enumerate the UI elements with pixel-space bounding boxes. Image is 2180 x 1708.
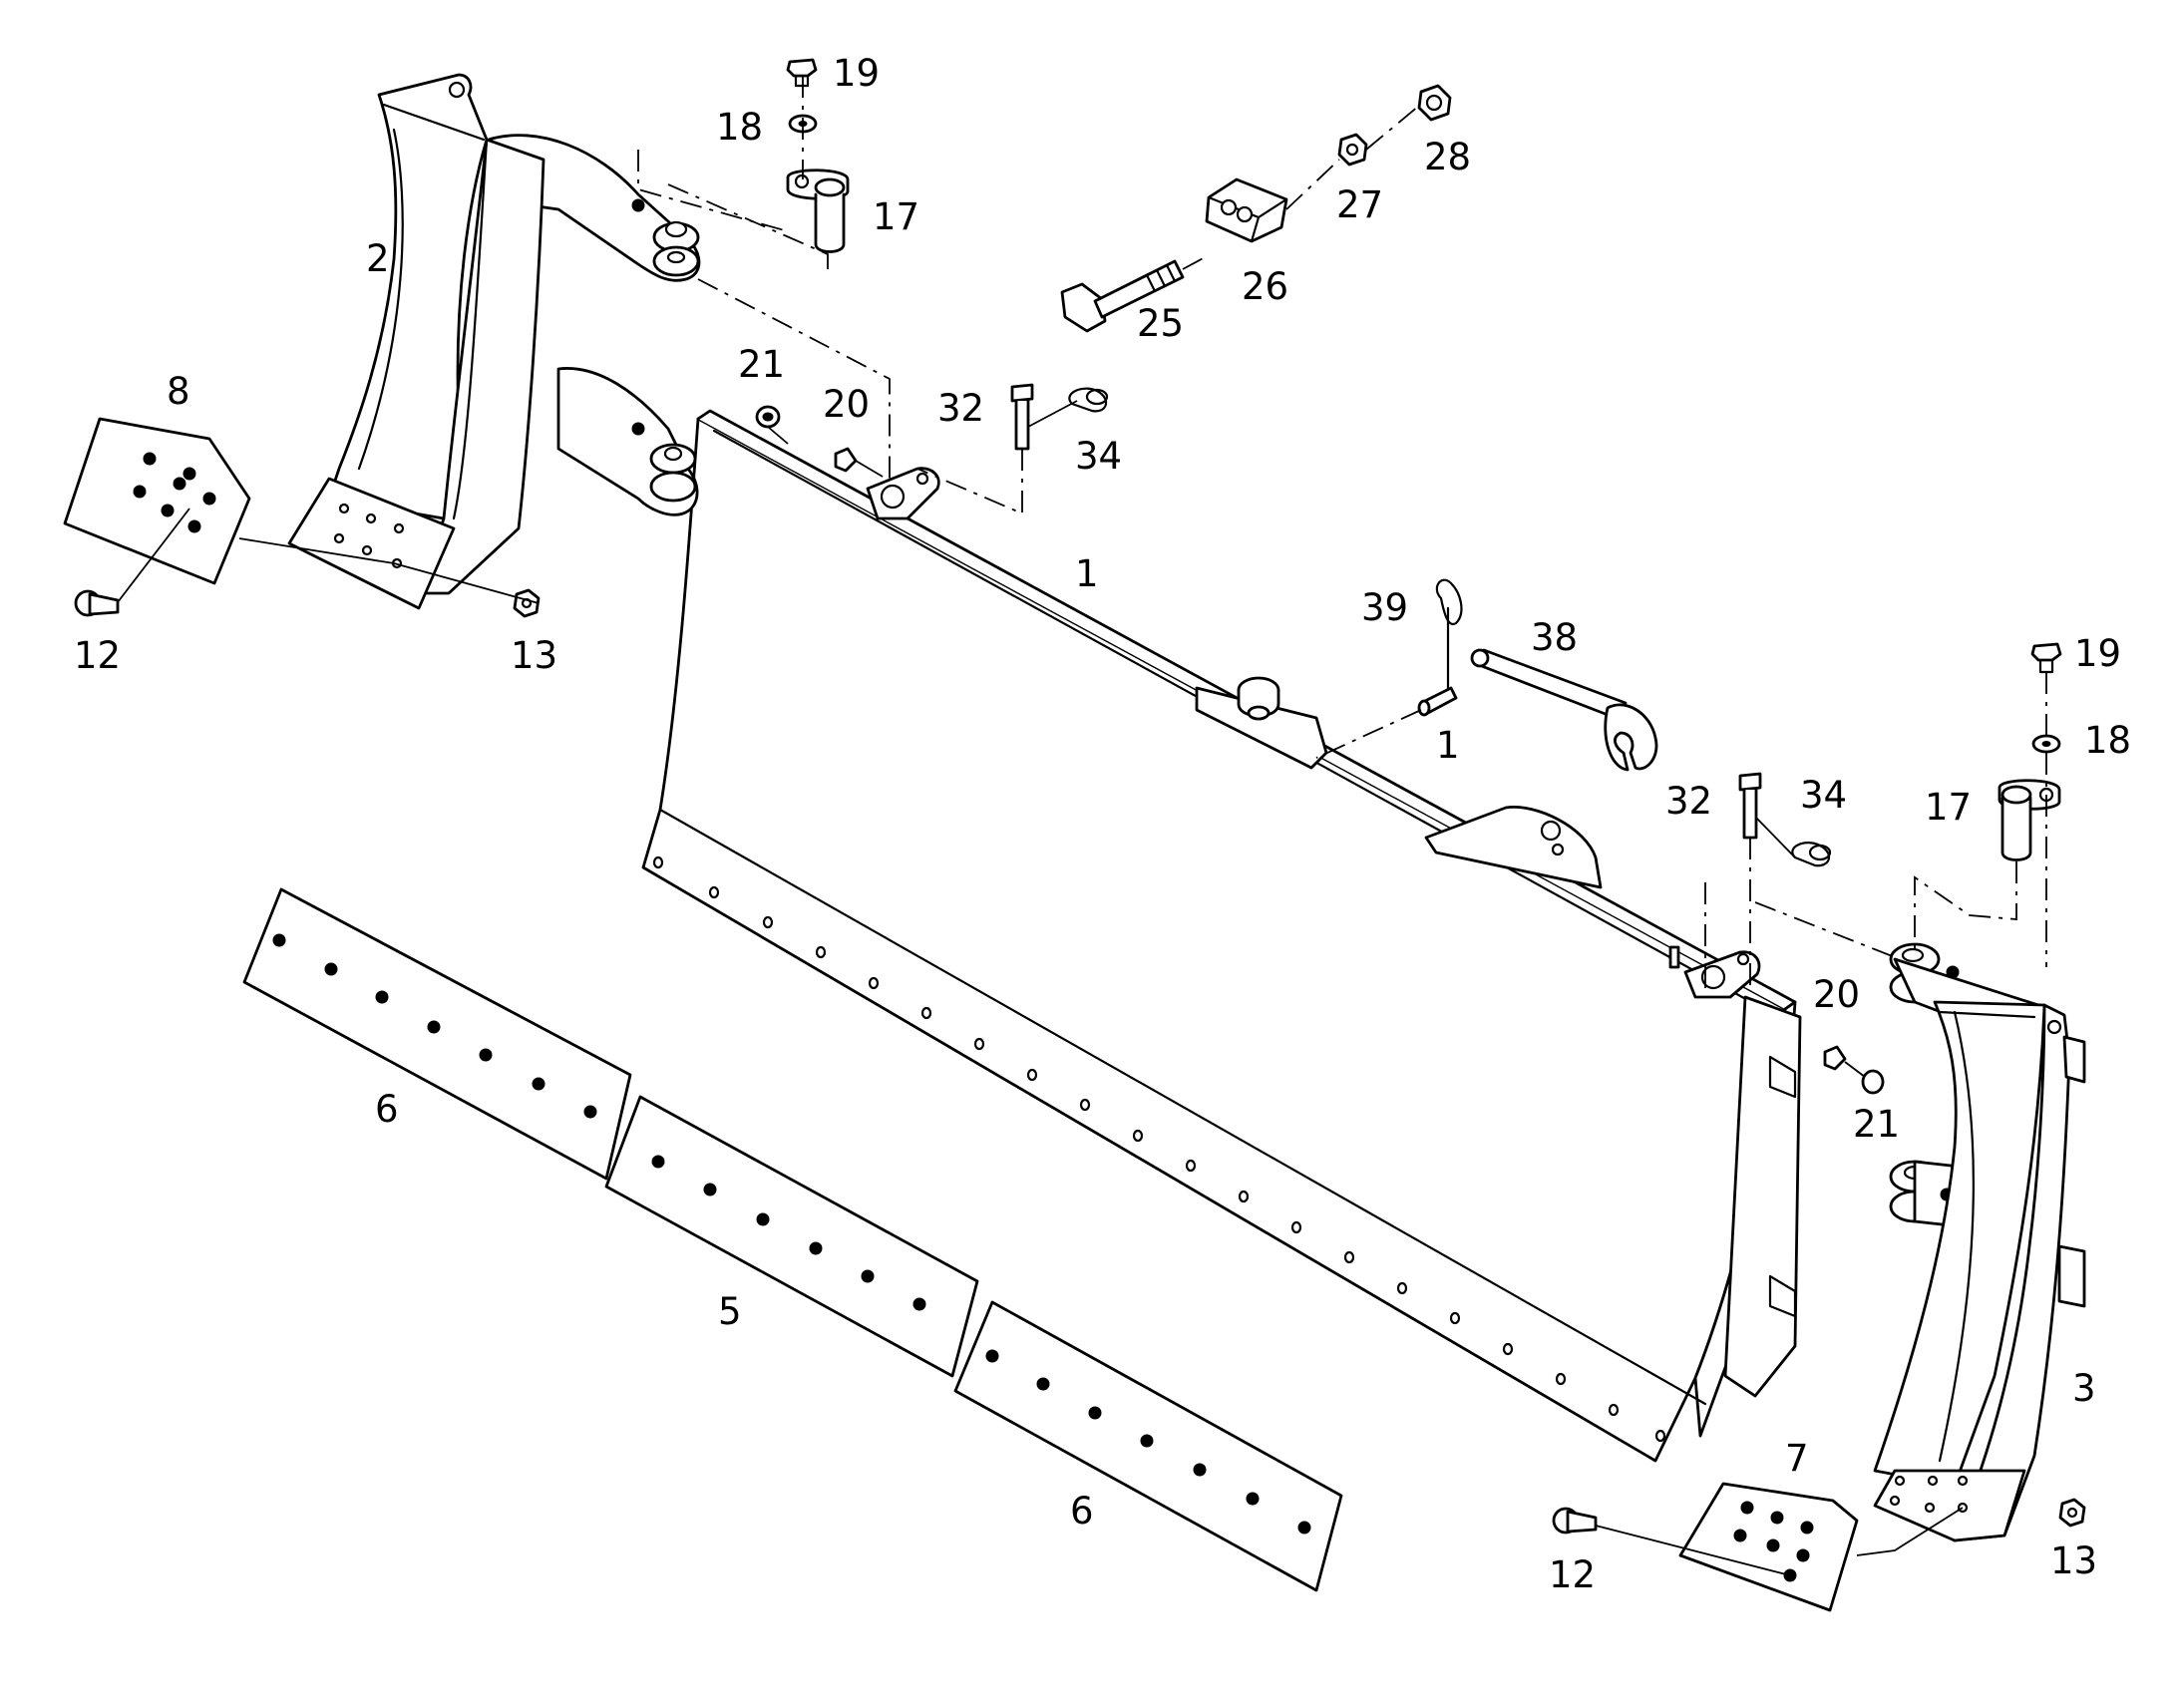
callout-18-right: 18 xyxy=(2084,719,2131,762)
callout-labels: 1 1 2 3 5 6 6 7 8 12 12 13 13 17 17 18 1… xyxy=(74,52,2131,1596)
clip-34-left xyxy=(1068,387,1109,413)
right-wing-part-3 xyxy=(1873,942,2086,1542)
callout-27: 27 xyxy=(1336,183,1383,226)
wear-plate-part-8 xyxy=(63,417,251,585)
callout-26: 26 xyxy=(1242,265,1288,308)
bolt-25 xyxy=(1060,259,1185,333)
grease-fitting-20-left xyxy=(834,447,858,473)
callout-1-blade: 1 xyxy=(1075,552,1099,595)
callout-38: 38 xyxy=(1531,616,1578,659)
callout-12-right: 12 xyxy=(1549,1553,1596,1596)
callout-28: 28 xyxy=(1424,136,1471,178)
callout-13-right: 13 xyxy=(2050,1539,2097,1582)
washer-18-right xyxy=(2031,734,2061,754)
cutting-edge-segment-6-right xyxy=(953,1300,1343,1592)
callout-1-pin: 1 xyxy=(1436,724,1460,767)
cutting-edge-segment-5 xyxy=(604,1095,979,1378)
callout-17-right: 17 xyxy=(1925,786,1972,829)
pin-1-small xyxy=(1417,686,1458,717)
bolt-12-right xyxy=(1552,1507,1598,1535)
pin-17-left xyxy=(786,169,850,253)
callout-32-right: 32 xyxy=(1665,780,1712,823)
block-26 xyxy=(1205,177,1288,243)
pin-17-right xyxy=(1998,779,2061,861)
callout-32-left: 32 xyxy=(937,387,984,430)
callout-20-left: 20 xyxy=(823,383,870,426)
nut-28 xyxy=(1417,84,1452,122)
lynch-pin-39 xyxy=(1435,578,1463,690)
callout-3: 3 xyxy=(2072,1367,2096,1410)
callout-2: 2 xyxy=(366,237,390,280)
left-wing-part-2 xyxy=(287,73,701,610)
bolt-19-right xyxy=(2030,642,2062,674)
callout-18-left: 18 xyxy=(716,106,763,149)
callout-34-left: 34 xyxy=(1075,435,1122,478)
nut-13-right xyxy=(2058,1498,2086,1528)
callout-20-right: 20 xyxy=(1813,973,1860,1016)
callout-12-left: 12 xyxy=(74,634,121,677)
callout-39: 39 xyxy=(1361,586,1408,629)
callout-34-right: 34 xyxy=(1800,774,1847,817)
nut-13-left xyxy=(513,588,541,618)
nut-27 xyxy=(1337,133,1368,167)
bolt-12-left xyxy=(74,589,120,617)
cutting-edge-holes xyxy=(652,855,1666,1443)
callout-6-left: 6 xyxy=(375,1088,399,1131)
callout-6-right: 6 xyxy=(1070,1490,1094,1533)
callout-21-right: 21 xyxy=(1853,1103,1900,1146)
wear-plate-part-7 xyxy=(1678,1482,1859,1612)
bolt-19-left xyxy=(786,58,818,88)
bolt-32-left xyxy=(1010,383,1034,451)
bolt-32-right xyxy=(1738,772,1762,840)
cap-21-left xyxy=(755,405,781,429)
callout-17-left: 17 xyxy=(873,195,919,238)
callout-19-right: 19 xyxy=(2074,632,2121,675)
clip-34-right xyxy=(1791,841,1832,867)
callout-21-left: 21 xyxy=(738,343,785,386)
grease-fitting-20-right xyxy=(1823,1045,1847,1071)
callout-19-left: 19 xyxy=(833,52,880,95)
callout-7: 7 xyxy=(1785,1437,1809,1480)
cap-21-right xyxy=(1861,1069,1885,1095)
callout-13-left: 13 xyxy=(511,634,557,677)
wrench-38 xyxy=(1470,648,1658,772)
callout-25: 25 xyxy=(1137,302,1184,345)
callout-8: 8 xyxy=(167,370,190,413)
leader-lines xyxy=(117,76,2047,1576)
cutting-edge-segment-6-left xyxy=(242,887,632,1181)
blade-part-1 xyxy=(641,409,1802,1463)
callout-5: 5 xyxy=(718,1290,742,1333)
